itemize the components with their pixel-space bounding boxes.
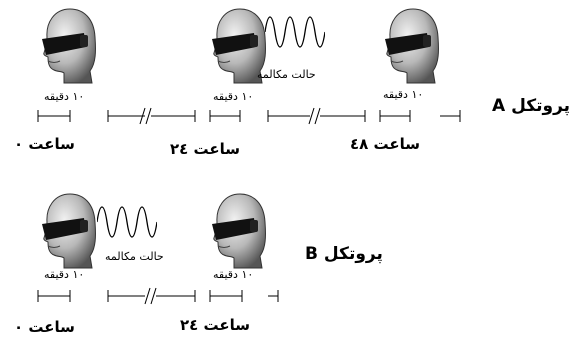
duration-label: ۱۰ دقیقه (383, 88, 424, 101)
call-mode-label: حالت مکالمه (105, 250, 164, 263)
time-label: ساعت ۰ (14, 318, 75, 336)
time-label: ساعت ۰ (14, 135, 75, 153)
time-label: ساعت ٤۸ (350, 135, 421, 153)
duration-label: ۱۰ دقیقه (44, 268, 85, 281)
time-label: ساعت ۲٤ (180, 316, 251, 334)
time-label: ساعت ۲٤ (170, 140, 241, 158)
call-mode-label: حالت مکالمه (257, 68, 316, 81)
protocol-b-title: پروتکل B (305, 244, 383, 264)
duration-label: ۱۰ دقیقه (44, 90, 85, 103)
duration-label: ۱۰ دقیقه (213, 268, 254, 281)
duration-label: ۱۰ دقیقه (213, 90, 254, 103)
protocol-a-title: پروتکل A (492, 96, 571, 116)
